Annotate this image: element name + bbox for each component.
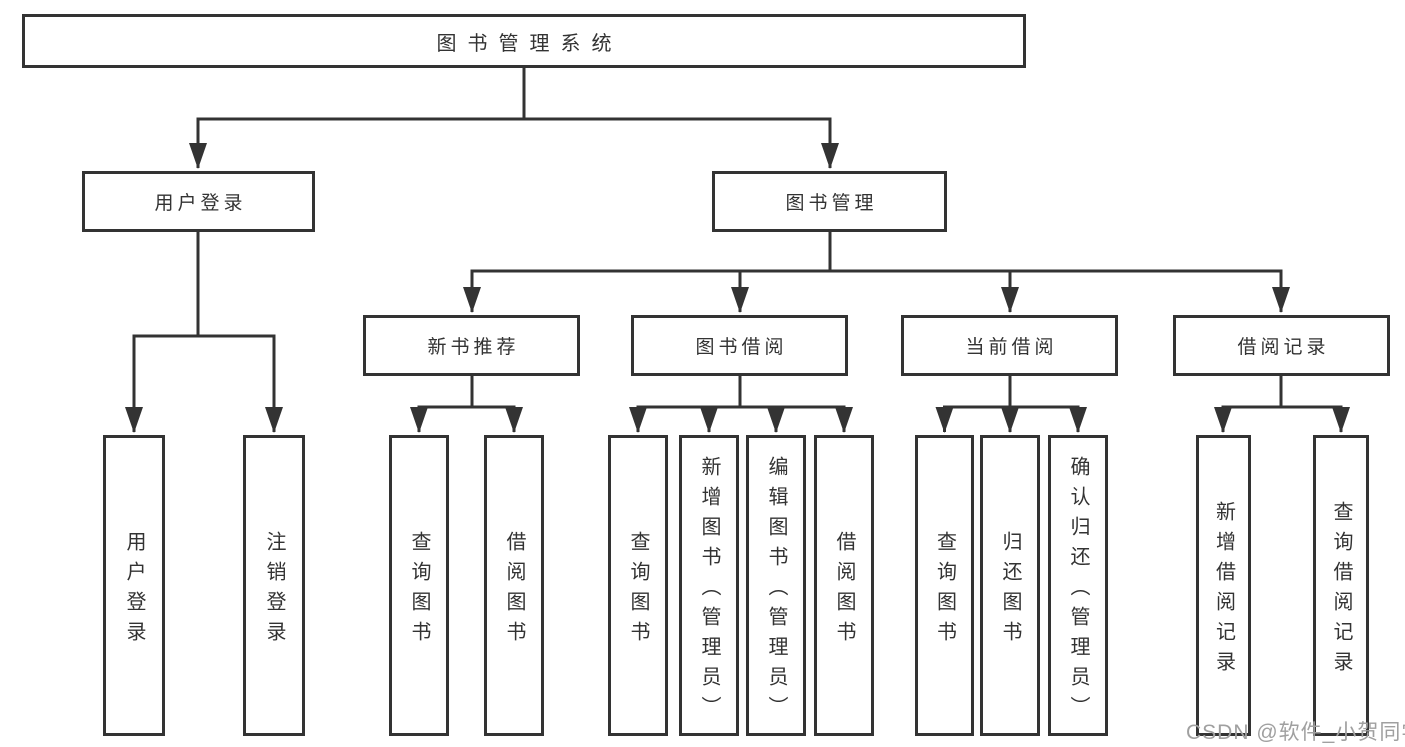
node-new-book-recommend: 新书推荐: [363, 315, 580, 376]
node-current-borrowing: 当前借阅: [901, 315, 1118, 376]
node-label: 查询图书: [627, 530, 649, 651]
node-label: 用户登录: [123, 530, 145, 651]
node-book-borrowing: 图书借阅: [631, 315, 848, 376]
node-book-management: 图书管理: [712, 171, 947, 232]
node-label: 编辑图书（管理员）: [765, 455, 787, 726]
leaf-add-books-admin: 新增图书（管理员）: [679, 435, 739, 736]
leaf-confirm-return-admin: 确认归还（管理员）: [1048, 435, 1108, 736]
node-label: 借阅图书: [503, 530, 525, 651]
node-label: 图书管理系统: [436, 32, 623, 55]
node-label: 图书借阅: [695, 337, 788, 358]
node-label: 新增图书（管理员）: [698, 455, 720, 726]
leaf-user-login: 用户登录: [103, 435, 165, 736]
node-label: 查询借阅记录: [1330, 500, 1352, 681]
node-label: 查询图书: [933, 530, 956, 651]
leaf-query-books-1: 查询图书: [389, 435, 449, 736]
node-label: 确认归还（管理员）: [1067, 455, 1089, 726]
leaf-edit-books-admin: 编辑图书（管理员）: [746, 435, 806, 736]
leaf-borrow-books-2: 借阅图书: [814, 435, 874, 736]
csdn-watermark: CSDN @软件_小贺同学: [1186, 721, 1405, 744]
node-label: 注销登录: [263, 530, 285, 651]
leaf-query-books-3: 查询图书: [915, 435, 974, 736]
leaf-query-borrow-record: 查询借阅记录: [1313, 435, 1369, 736]
node-library-management-system: 图书管理系统: [22, 14, 1026, 68]
node-label: 新增借阅记录: [1212, 500, 1235, 681]
leaf-return-books: 归还图书: [980, 435, 1040, 736]
node-label: 查询图书: [408, 530, 430, 651]
node-label: 当前借阅: [965, 337, 1058, 358]
node-label: 借阅图书: [833, 530, 855, 651]
node-label: 用户登录: [154, 193, 247, 214]
node-label: 图书管理: [785, 193, 878, 214]
leaf-borrow-books-1: 借阅图书: [484, 435, 544, 736]
leaf-query-books-2: 查询图书: [608, 435, 668, 736]
node-borrowing-records: 借阅记录: [1173, 315, 1390, 376]
node-label: 新书推荐: [427, 337, 520, 358]
leaf-logout: 注销登录: [243, 435, 305, 736]
node-user-login: 用户登录: [82, 171, 315, 232]
node-label: 归还图书: [999, 530, 1021, 651]
leaf-add-borrow-record: 新增借阅记录: [1196, 435, 1251, 736]
node-label: 借阅记录: [1237, 337, 1330, 358]
